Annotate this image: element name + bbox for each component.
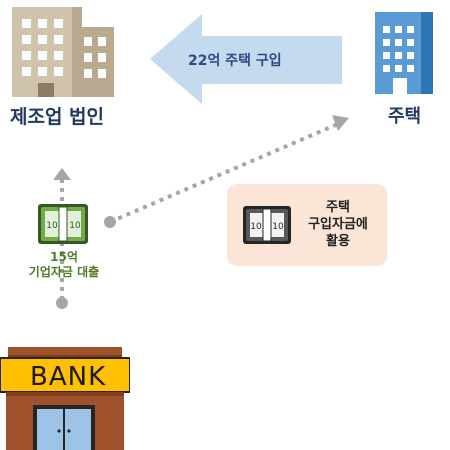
note-text: 주택 구입자금에 활용 — [296, 199, 380, 250]
loan-label: 15억 기업자금 대출 — [12, 250, 116, 280]
loan-type: 기업자금 대출 — [28, 265, 100, 279]
note-line-1: 주택 — [326, 200, 350, 215]
loan-amount: 15억 — [50, 250, 78, 264]
money-bundle-icon: 10 10 — [243, 206, 291, 244]
office-building-icon — [12, 7, 114, 97]
svg-text:10: 10 — [69, 221, 81, 231]
apartment-building-icon — [375, 12, 433, 94]
house-label: 주택 — [388, 106, 422, 127]
bank-sign: BANK — [30, 362, 107, 392]
note-line-3: 활용 — [326, 234, 350, 249]
money-bundle-icon: 10 10 — [38, 204, 88, 244]
bank-building-icon — [0, 347, 130, 450]
svg-text:10: 10 — [46, 221, 58, 231]
svg-text:10: 10 — [250, 222, 262, 232]
svg-text:10: 10 — [272, 222, 284, 232]
company-label: 제조업 법인 — [10, 106, 105, 128]
purchase-arrow-label: 22억 주택 구입 — [188, 53, 282, 69]
purchase-arrow — [150, 14, 342, 104]
note-line-2: 구입자금에 — [308, 217, 368, 232]
